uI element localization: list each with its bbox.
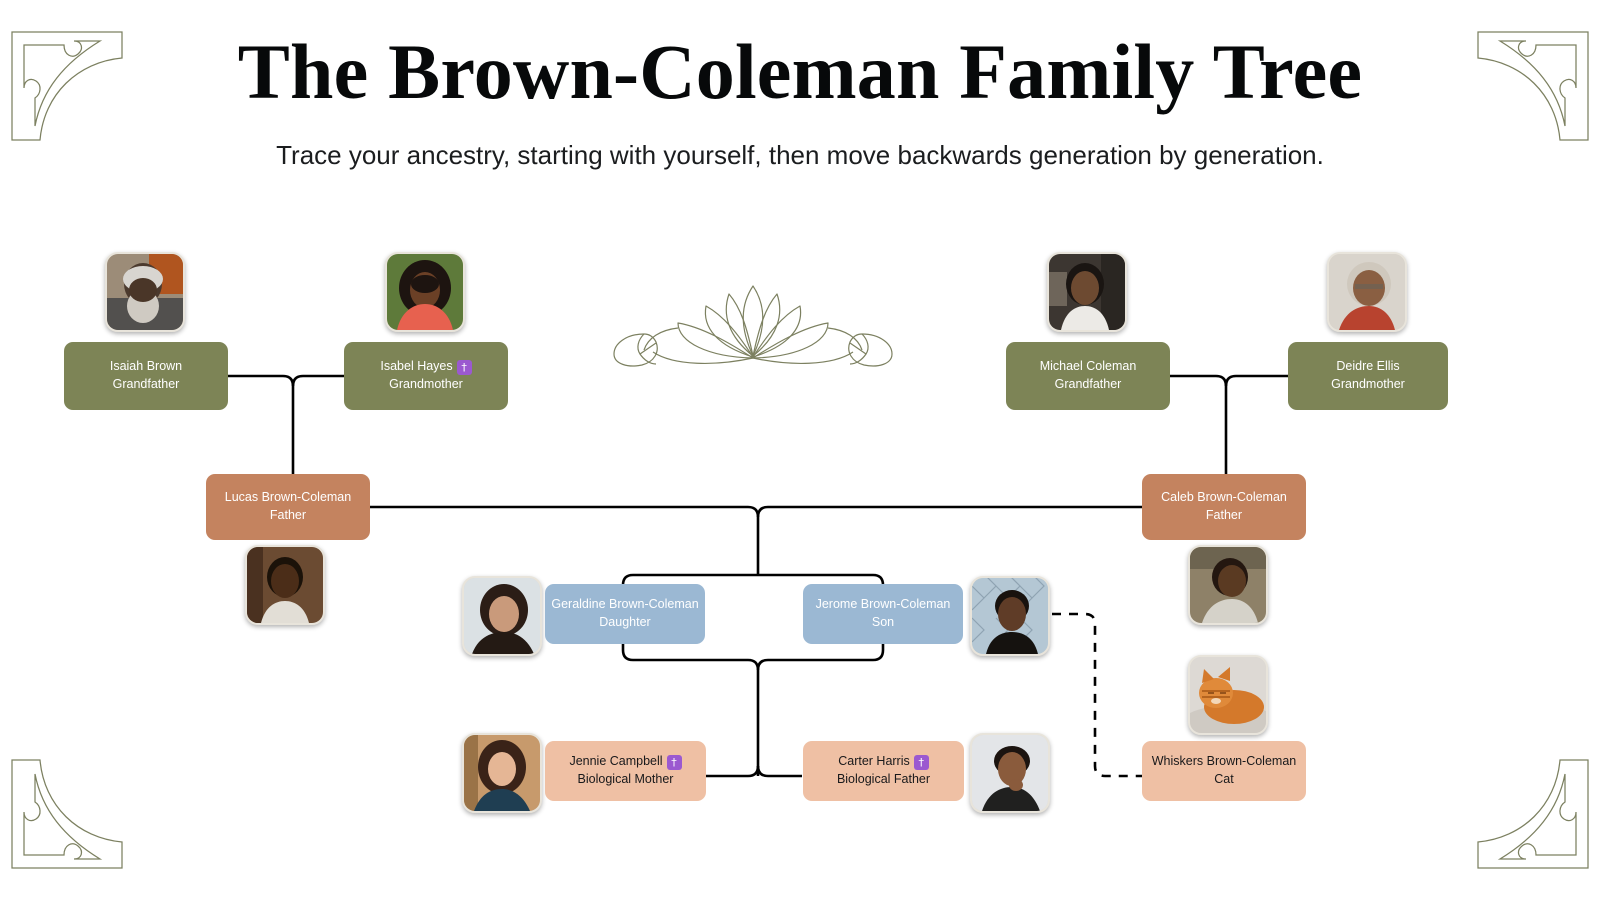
wire-carter-to-bar xyxy=(756,765,802,778)
person-role: Grandfather xyxy=(112,377,180,391)
avatar-lucas-brown-coleman[interactable] xyxy=(245,545,325,625)
person-role: Grandfather xyxy=(1054,377,1122,391)
person-name: Isabel Hayes † xyxy=(380,358,472,376)
corner-flourish-ornament-bottom-right xyxy=(1474,746,1592,872)
person-role: Biological Father xyxy=(836,772,931,786)
person-card-isabel-hayes[interactable]: Isabel Hayes † Grandmother xyxy=(344,342,508,410)
wire-lucas-to-children xyxy=(370,505,760,575)
person-role: Son xyxy=(871,615,895,629)
person-card-deidre-ellis[interactable]: Deidre Ellis Grandmother xyxy=(1288,342,1448,410)
person-card-isaiah-brown[interactable]: Isaiah Brown Grandfather xyxy=(64,342,228,410)
wire-jennie-to-bar xyxy=(706,765,760,778)
avatar-carter-harris[interactable] xyxy=(970,733,1050,813)
lotus-flower-ornament xyxy=(608,278,898,370)
wire-michael-to-caleb xyxy=(1170,374,1228,474)
deceased-cross-icon: † xyxy=(913,754,929,770)
avatar-deidre-ellis[interactable] xyxy=(1327,252,1407,332)
corner-flourish-ornament-top-right xyxy=(1474,28,1592,154)
wire-jerome-down xyxy=(756,643,885,671)
person-role: Cat xyxy=(1214,772,1234,786)
person-role: Biological Mother xyxy=(577,772,674,786)
person-name: Whiskers Brown-Coleman xyxy=(1151,754,1297,769)
person-card-carter-harris[interactable]: Carter Harris † Biological Father xyxy=(803,741,964,801)
person-role: Daughter xyxy=(599,615,651,629)
corner-flourish-ornament-top-left xyxy=(8,28,126,154)
page-title: The Brown-Coleman Family Tree xyxy=(237,28,1363,115)
wire-jerome-to-whiskers-pet xyxy=(1052,612,1142,778)
person-name: Jennie Campbell † xyxy=(569,753,682,771)
person-name: Jerome Brown-Coleman xyxy=(815,597,951,612)
person-role: Grandmother xyxy=(389,377,463,391)
wire-caleb-to-couple xyxy=(756,505,1142,518)
avatar-isabel-hayes[interactable] xyxy=(385,252,465,332)
person-role: Father xyxy=(1205,508,1243,522)
wire-isabel-to-couple xyxy=(291,374,348,387)
avatar-michael-coleman[interactable] xyxy=(1047,252,1127,332)
person-card-lucas-brown-coleman[interactable]: Lucas Brown-Coleman Father xyxy=(206,474,370,540)
person-name: Lucas Brown-Coleman xyxy=(224,490,352,505)
person-name: Geraldine Brown-Coleman xyxy=(551,597,699,612)
person-name: Michael Coleman xyxy=(1039,359,1137,374)
wire-isaiah-to-lucas xyxy=(228,374,295,474)
person-role: Grandmother xyxy=(1331,377,1405,391)
person-card-jerome-brown-coleman[interactable]: Jerome Brown-Coleman Son xyxy=(803,584,963,644)
person-name: Carter Harris † xyxy=(838,753,929,771)
deceased-cross-icon: † xyxy=(666,754,682,770)
wire-deidre-to-couple xyxy=(1224,374,1288,387)
deceased-cross-icon: † xyxy=(456,359,472,375)
person-card-caleb-brown-coleman[interactable]: Caleb Brown-Coleman Father xyxy=(1142,474,1306,540)
person-card-geraldine-brown-coleman[interactable]: Geraldine Brown-Coleman Daughter xyxy=(545,584,705,644)
person-card-michael-coleman[interactable]: Michael Coleman Grandfather xyxy=(1006,342,1170,410)
avatar-jennie-campbell[interactable] xyxy=(462,733,542,813)
avatar-geraldine-brown-coleman[interactable] xyxy=(462,576,542,656)
avatar-isaiah-brown[interactable] xyxy=(105,252,185,332)
person-name: Caleb Brown-Coleman xyxy=(1161,490,1287,505)
person-name: Isaiah Brown xyxy=(109,359,183,374)
avatar-jerome-brown-coleman[interactable] xyxy=(970,576,1050,656)
person-card-whiskers-brown-coleman[interactable]: Whiskers Brown-Coleman Cat xyxy=(1142,741,1306,801)
corner-flourish-ornament-bottom-left xyxy=(8,746,126,872)
avatar-caleb-brown-coleman[interactable] xyxy=(1188,545,1268,625)
person-card-jennie-campbell[interactable]: Jennie Campbell † Biological Mother xyxy=(545,741,706,801)
avatar-whiskers-brown-coleman[interactable] xyxy=(1188,655,1268,735)
page-subtitle: Trace your ancestry, starting with yours… xyxy=(276,140,1324,170)
person-name: Deidre Ellis xyxy=(1336,359,1400,374)
person-role: Father xyxy=(269,508,307,522)
